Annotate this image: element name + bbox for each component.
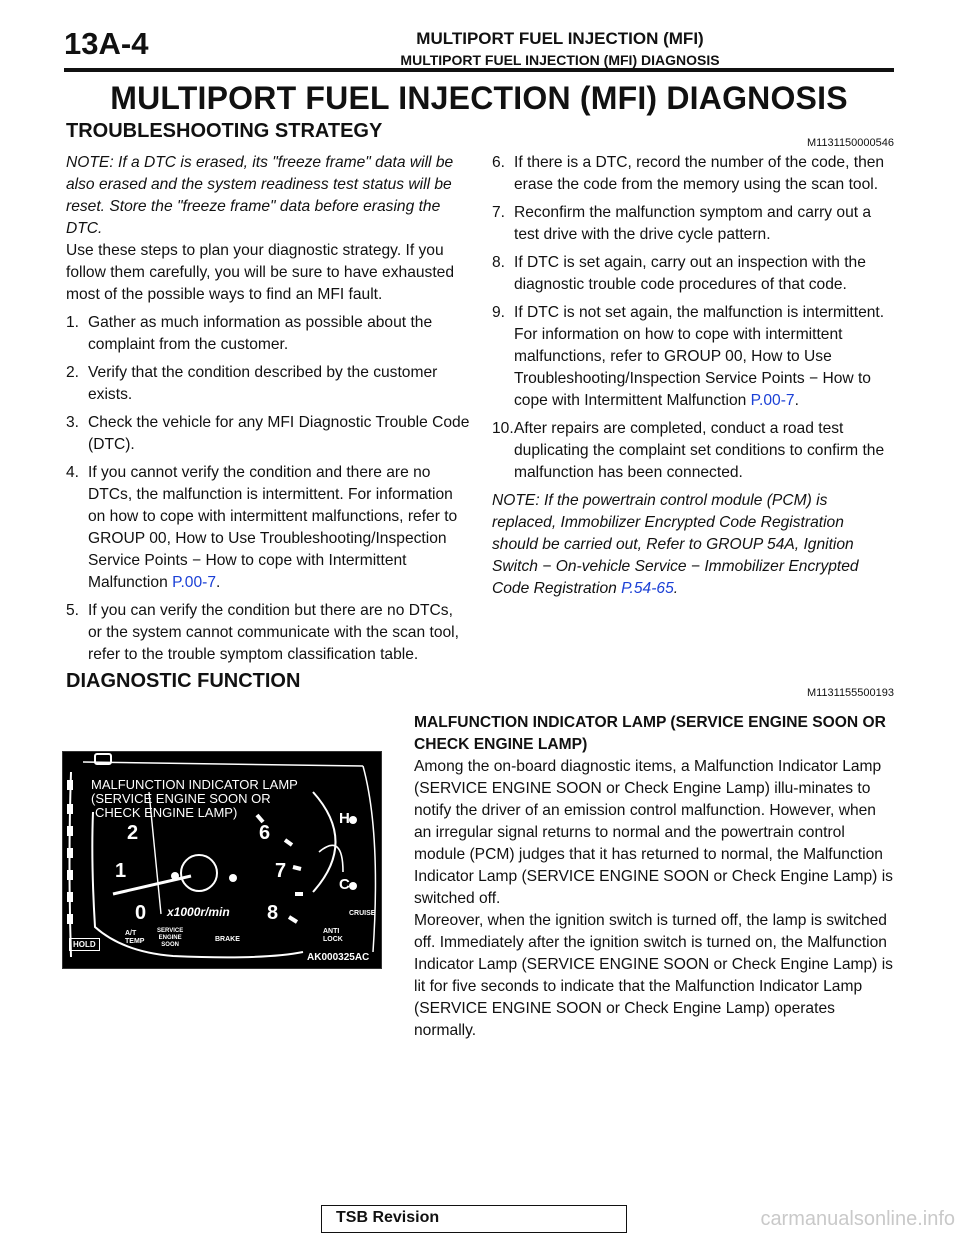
instrument-cluster-figure: MALFUNCTION INDICATOR LAMP (SERVICE ENGI… <box>62 751 382 969</box>
link-p00-7[interactable]: P.00-7 <box>172 574 217 591</box>
list-item: 2.Verify that the condition described by… <box>66 364 438 403</box>
list-item: 1.Gather as much information as possible… <box>66 314 433 353</box>
list-item: 3.Check the vehicle for any MFI Diagnost… <box>66 414 470 453</box>
tacho-needle <box>112 874 192 896</box>
list-item: 9.If DTC is not set again, the malfuncti… <box>492 304 885 409</box>
hold-lamp: HOLD <box>69 938 100 951</box>
freeze-frame-note: NOTE: If a DTC is erased, its "freeze fr… <box>66 154 454 237</box>
section-title: MULTIPORT FUEL INJECTION (MFI) DIAGNOSIS <box>400 52 720 68</box>
callout-label: MALFUNCTION INDICATOR LAMP (SERVICE ENGI… <box>91 777 298 820</box>
page-number: 13A-4 <box>64 26 149 61</box>
cluster-drawing <box>63 752 381 968</box>
tick-2: 2 <box>127 822 139 844</box>
chapter-title: MULTIPORT FUEL INJECTION (MFI) <box>416 29 704 48</box>
cluster-left-edge <box>68 771 72 958</box>
list-item: 10.After repairs are completed, conduct … <box>492 420 885 481</box>
link-p54-65[interactable]: P.54-65 <box>621 580 674 597</box>
pcm-note: NOTE: If the powertrain control module (… <box>492 492 859 597</box>
right-column: 6.If there is a DTC, record the number o… <box>492 152 894 600</box>
header-rule <box>64 68 894 72</box>
left-column: NOTE: If a DTC is erased, its "freeze fr… <box>66 152 470 672</box>
mil-subheading: MALFUNCTION INDICATOR LAMP (SERVICE ENGI… <box>414 714 886 753</box>
watermark: carmanualsonline.info <box>760 1208 955 1230</box>
list-item: 4.If you cannot verify the condition and… <box>66 464 458 591</box>
steps-list-left: 1.Gather as much information as possible… <box>66 312 470 666</box>
diagnostic-heading: DIAGNOSTIC FUNCTION <box>66 670 301 692</box>
tsb-revision-box: TSB Revision <box>321 1205 627 1233</box>
mil-paragraph-1: Among the on-board diagnostic items, a M… <box>414 758 893 907</box>
tick-8: 8 <box>267 902 279 924</box>
temp-hot: H <box>339 810 350 827</box>
tick-7: 7 <box>275 860 287 882</box>
main-title: MULTIPORT FUEL INJECTION (MFI) DIAGNOSIS <box>110 80 848 116</box>
tick-1: 1 <box>115 860 127 882</box>
list-item: 7.Reconfirm the malfunction symptom and … <box>492 204 872 243</box>
list-item: 6.If there is a DTC, record the number o… <box>492 154 885 193</box>
mil-section: MALFUNCTION INDICATOR LAMP (SERVICE ENGI… <box>414 712 894 1048</box>
rpm-unit: x1000r/min <box>167 905 230 919</box>
cruise-lamp: CRUISE <box>349 910 376 917</box>
steps-list-right: 6.If there is a DTC, record the number o… <box>492 152 894 484</box>
anti-lock-lamp: ANTI LOCK <box>323 928 343 943</box>
at-temp-lamp: A/T TEMP <box>125 930 145 945</box>
troubleshooting-heading: TROUBLESHOOTING STRATEGY <box>66 120 383 142</box>
service-engine-soon-lamp: SERVICE ENGINE SOON <box>157 928 184 948</box>
brake-lamp: BRAKE <box>215 936 240 943</box>
intro-paragraph: Use these steps to plan your diagnostic … <box>66 242 455 303</box>
list-item: 8.If DTC is set again, carry out an insp… <box>492 254 866 293</box>
list-item: 5.If you can verify the condition but th… <box>66 602 459 663</box>
troubleshooting-code: M1131150000546 <box>806 137 894 149</box>
tick-0: 0 <box>135 902 147 924</box>
figure-code: AK000325AC <box>307 952 370 963</box>
mil-paragraph-2: Moreover, when the ignition switch is tu… <box>414 912 893 1039</box>
diagnostic-code: M1131155500193 <box>806 687 894 699</box>
temp-cold: C <box>339 876 350 893</box>
tick-6: 6 <box>259 822 271 844</box>
link-p00-7[interactable]: P.00-7 <box>750 392 795 409</box>
callout-leader <box>148 791 162 915</box>
